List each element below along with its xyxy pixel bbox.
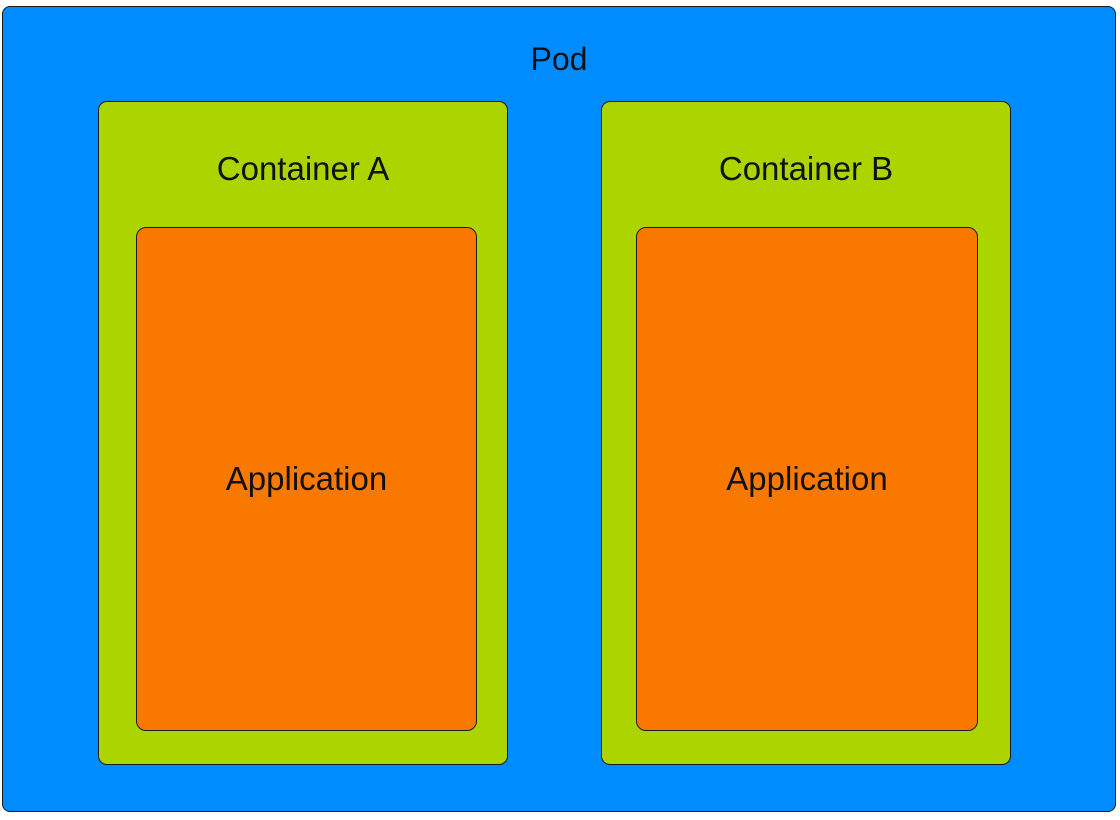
container-b-application-label: Application <box>726 460 888 497</box>
container-a-application-box: Application <box>136 227 477 731</box>
container-a-label: Container A <box>216 150 390 187</box>
container-b-label: Container B <box>718 150 894 187</box>
container-b-box: Container B Application <box>601 101 1011 765</box>
pod-label: Pod <box>530 41 588 77</box>
pod-box: Pod Container A Application Container B … <box>2 6 1116 812</box>
container-a-application-label: Application <box>225 460 388 497</box>
container-a-box: Container A Application <box>98 101 508 765</box>
container-b-application-box: Application <box>636 227 978 731</box>
